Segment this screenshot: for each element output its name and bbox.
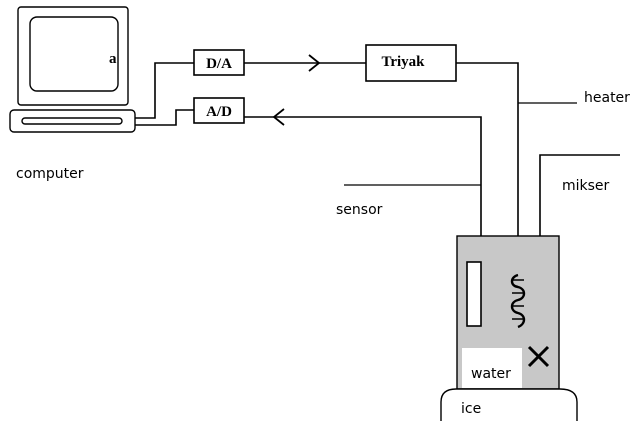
ice-label: ice <box>461 401 481 417</box>
wire-triyak-to-heater <box>456 62 519 275</box>
computer-base <box>9 109 136 133</box>
ad-converter-block: A/D <box>193 97 245 124</box>
triyak-label: Triyak <box>381 54 425 70</box>
water-label: water <box>471 366 511 382</box>
mikser-label: mikser <box>562 178 610 194</box>
disk-slot <box>21 117 123 125</box>
wire-sensor-to-ad <box>244 116 482 262</box>
arrow-right <box>308 54 321 72</box>
triac-block: Triyak <box>365 44 457 82</box>
ice-container <box>440 388 578 421</box>
monitor-screen <box>29 16 119 92</box>
ad-label: A/D <box>206 104 232 120</box>
sensor-probe <box>466 261 482 327</box>
computer-illustration <box>9 6 136 133</box>
da-converter-block: D/A <box>193 49 245 76</box>
computer-label: computer <box>16 166 84 182</box>
mixer-blade <box>527 345 550 368</box>
arrow-left <box>272 108 285 126</box>
monitor-frame <box>17 6 129 106</box>
heater-label: heater <box>584 90 630 106</box>
heater-coil <box>510 273 526 329</box>
wire-computer-to-da <box>135 62 194 119</box>
monitor-mark: a <box>109 51 117 67</box>
water-label-area <box>462 348 522 388</box>
signal-wiring <box>135 62 620 350</box>
da-label: D/A <box>206 56 232 72</box>
sensor-label: sensor <box>336 202 383 218</box>
wire-ad-to-computer <box>135 109 194 126</box>
